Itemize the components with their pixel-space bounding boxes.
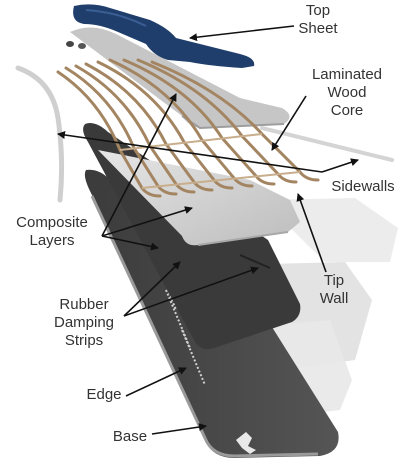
arrow-edge	[125, 367, 187, 397]
label-base: Base	[112, 428, 148, 445]
arrow-composite-2	[101, 206, 193, 237]
label-wood-core-line-3: Core	[330, 102, 364, 119]
label-rubber-line-2: Damping	[53, 314, 115, 331]
label-composite-line-2: Layers	[29, 232, 75, 249]
arrow-wood-core	[271, 95, 307, 151]
label-composite-layers: Composite Layers	[6, 214, 98, 250]
base-logo-shape	[236, 432, 256, 454]
arrow-composite-1	[101, 93, 177, 237]
label-composite-line-1: Composite	[16, 214, 88, 231]
label-wood-core-line-1: Laminated	[311, 66, 383, 83]
label-sidewalls: Sidewalls	[331, 178, 395, 195]
pointer-arrows	[57, 25, 359, 435]
small-part-shape-2	[78, 43, 86, 49]
label-tip-wall-line-1: Tip	[323, 272, 345, 289]
edge-outline-shape	[90, 195, 319, 458]
composite-edge-line	[197, 231, 289, 246]
label-rubber-line-1: Rubber	[59, 296, 109, 313]
label-top-sheet-line-1: Top	[305, 2, 331, 19]
arrow-tip-wall	[296, 193, 327, 273]
label-tip-wall-line-2: Wall	[319, 290, 349, 307]
top-sheet-shape	[73, 4, 255, 68]
arrow-sidewalls-left	[57, 131, 323, 173]
arrow-sidewalls-right	[321, 158, 359, 173]
arrow-base	[151, 423, 207, 435]
right-sidewall-shape	[260, 126, 394, 162]
label-rubber-line-3: Strips	[64, 332, 104, 349]
wood-core-slats	[56, 58, 320, 198]
label-rubber-damping-strips: Rubber Damping Strips	[40, 296, 128, 350]
composite-layer-shape	[98, 150, 300, 246]
left-sidewall-shape	[15, 65, 65, 203]
label-top-sheet-line-2: Sheet	[298, 20, 338, 37]
upper-composite-shape	[70, 27, 290, 129]
label-laminated-wood-core: Laminated Wood Core	[302, 66, 392, 120]
small-part-shape	[66, 41, 74, 47]
arrow-rubber-2	[123, 266, 259, 317]
arrow-rubber-1	[123, 261, 181, 317]
arrow-composite-3	[101, 235, 159, 251]
wood-core-crossbars	[119, 133, 301, 189]
label-tip-wall: Tip Wall	[308, 272, 360, 308]
top-sheet-highlight	[85, 9, 147, 27]
label-wood-core-line-2: Wood	[327, 84, 367, 101]
label-edge: Edge	[86, 386, 122, 403]
rubber-strip-line	[239, 254, 271, 269]
arrow-top-sheet	[189, 25, 295, 42]
label-top-sheet: Top Sheet	[284, 2, 352, 38]
